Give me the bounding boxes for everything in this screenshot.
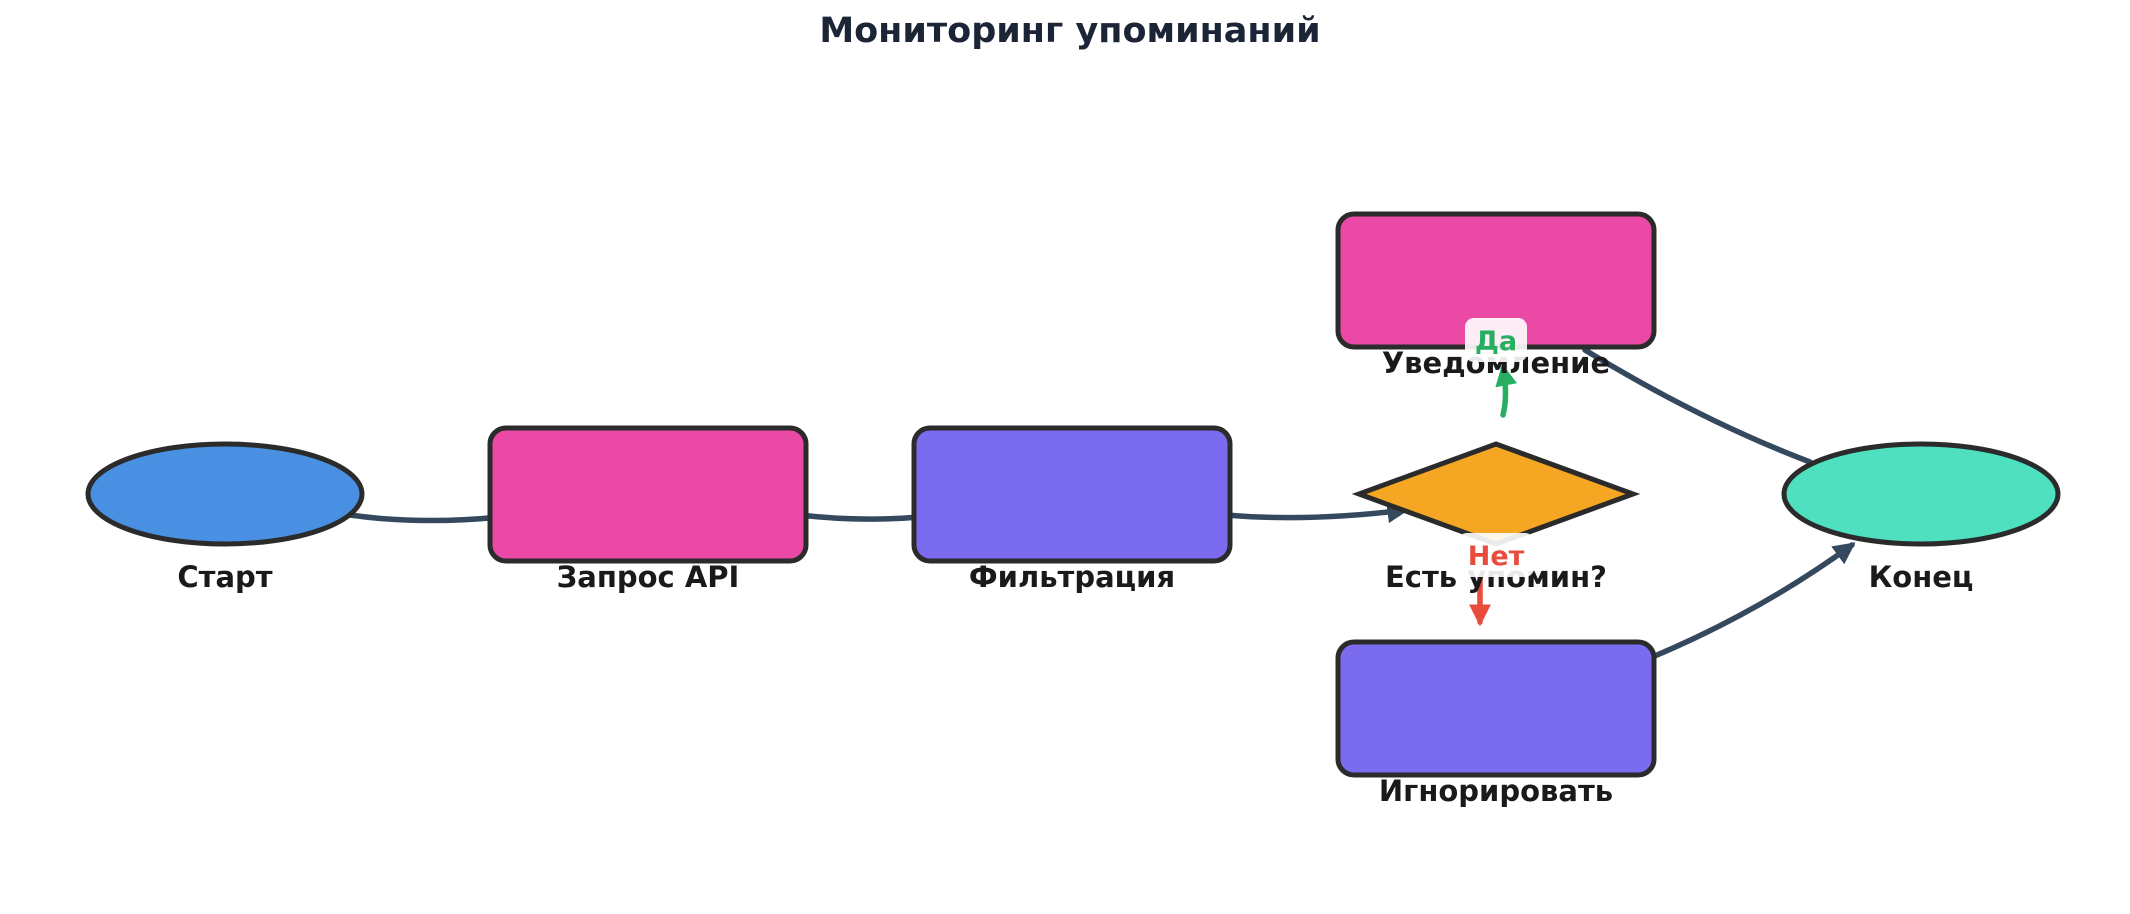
no-label-background [1458, 533, 1534, 577]
edge-api-to-filter [797, 512, 923, 522]
edge-yes-label: Да [1475, 326, 1517, 357]
node-filter-label: Фильтрация [969, 560, 1175, 594]
node-ignore-label: Игнорировать [1379, 774, 1613, 808]
node-api-shape [487, 425, 809, 564]
diagram-title: Мониторинг упоминаний [819, 11, 1320, 51]
edge-notify-to-end [1582, 347, 1813, 465]
node-start-shape [85, 441, 365, 547]
node-api-label: Запрос API [557, 560, 740, 594]
node-end-shape [1781, 441, 2061, 547]
node-check-shape [1351, 441, 1641, 547]
node-filter-shape [911, 425, 1233, 564]
node-ignore-shape [1335, 639, 1657, 778]
edge-filter-to-check [1222, 501, 1410, 524]
edge-no-label: Нет [1468, 541, 1525, 572]
edge-check-to-notify [1495, 363, 1518, 418]
node-end-label: Конец [1869, 560, 1974, 594]
yes-label-background [1465, 318, 1527, 362]
node-start-label: Старт [177, 560, 272, 594]
edge-ignore-to-end [1647, 542, 1856, 661]
edge-start-to-api [347, 512, 503, 524]
